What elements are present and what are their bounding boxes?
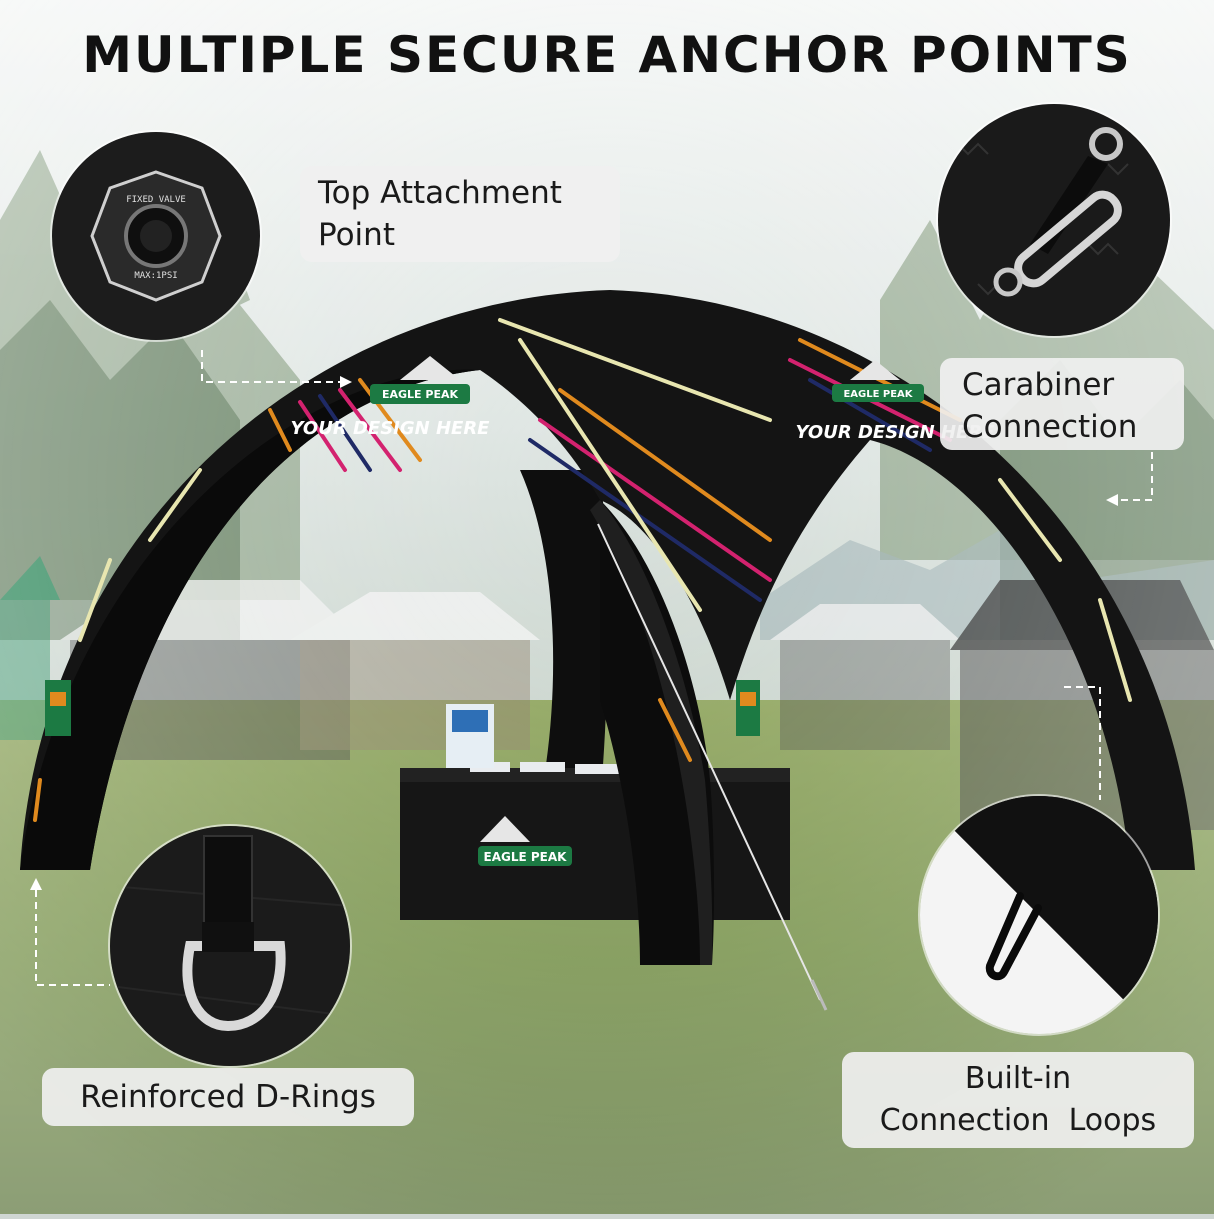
valve-detail-image: FIXED VALVE MAX:1PSI xyxy=(52,132,260,340)
connector-lines xyxy=(35,350,1153,986)
table-brand-text: EAGLE PEAK xyxy=(484,850,568,864)
callout-top-line1: Top Attachment xyxy=(318,175,562,211)
callout-loops-line2: Connection Loops xyxy=(879,1103,1157,1138)
callout-carabiner: Carabiner Connection xyxy=(940,358,1184,450)
design-text-left: YOUR DESIGN HERE xyxy=(291,418,491,439)
callout-d-rings: Reinforced D-Rings xyxy=(42,1068,414,1126)
loop-detail-image xyxy=(920,796,1158,1034)
headline: MULTIPLE SECURE ANCHOR POINTS xyxy=(82,26,1132,84)
valve-pressure-label: MAX:1PSI xyxy=(134,271,177,281)
valve-label: FIXED VALVE xyxy=(126,195,186,205)
carabiner-detail-image xyxy=(938,104,1170,336)
callout-carabiner-line2: Connection xyxy=(962,409,1138,445)
canopy-brand-logo-left: EAGLE PEAK YOUR DESIGN HERE xyxy=(291,356,491,439)
callout-carabiner-line1: Carabiner xyxy=(962,367,1115,403)
canopy-brand-text-right: EAGLE PEAK xyxy=(843,389,913,400)
callout-loops-line1: Built-in xyxy=(964,1061,1072,1096)
callout-top-line2: Point xyxy=(318,217,395,253)
callout-d-rings-text: Reinforced D-Rings xyxy=(80,1079,376,1115)
callout-connection-loops: Built-in Connection Loops xyxy=(842,1052,1194,1148)
d-ring-detail-image xyxy=(110,826,350,1066)
guy-rope xyxy=(597,523,821,1001)
callout-top-attachment: Top Attachment Point xyxy=(300,166,620,262)
table-brand-logo: EAGLE PEAK xyxy=(478,816,572,866)
canopy-brand-text-left: EAGLE PEAK xyxy=(382,388,458,401)
